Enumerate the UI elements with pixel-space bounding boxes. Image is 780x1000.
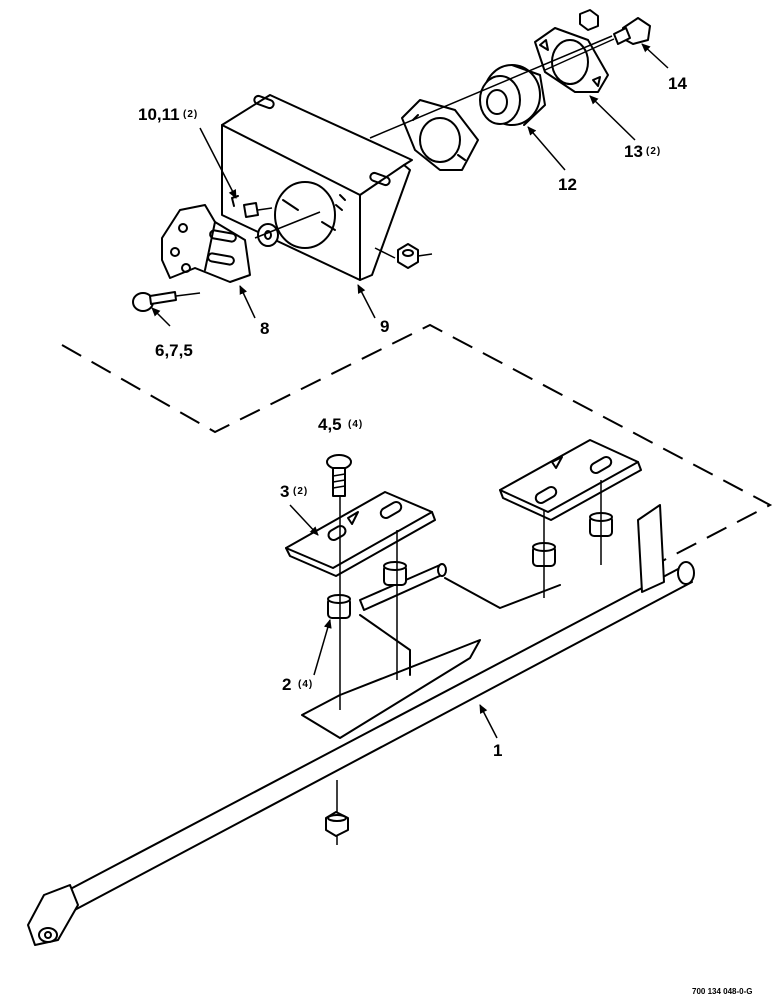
callout-10-11-qty: (2) [183, 109, 198, 120]
callout-13: 13 [624, 142, 643, 161]
callout-2-qty: (4) [298, 679, 313, 690]
callout-12: 12 [558, 175, 577, 194]
bearing-bracket-part-9 [221, 94, 413, 281]
dashed-explode-lines [61, 323, 773, 571]
bottom-nut [325, 780, 349, 845]
drawing-code: 700 134 048-0-G [692, 987, 753, 996]
callout-3: 3 [280, 482, 289, 501]
main-shaft-part-1 [27, 504, 695, 946]
callout-2: 2 [282, 675, 291, 694]
callout-10-11: 10,11 [138, 105, 180, 124]
callout-3-qty: (2) [293, 486, 308, 497]
clamp-plates-part-3 [285, 439, 642, 577]
callout-labels: 1 2 (4) 3 (2) 4,5 (4) 6,7,5 8 9 10,11 (2… [138, 74, 687, 760]
bracket-nut [397, 243, 433, 269]
callout-8: 8 [260, 319, 269, 338]
flange-part-13 [534, 27, 609, 93]
callout-4-5: 4,5 [318, 415, 342, 434]
carriage-bolt-part-4 [326, 454, 352, 497]
callout-9: 9 [380, 317, 389, 336]
washer-and-bolt [231, 195, 279, 247]
carriage-bolt-part-6 [132, 291, 201, 312]
bearing-part-12 [401, 64, 546, 171]
leader-lines [151, 43, 669, 739]
bearing-centerline [254, 35, 613, 239]
angle-bracket-part-8 [161, 204, 251, 283]
callout-13-qty: (2) [646, 146, 661, 157]
callout-14: 14 [668, 74, 687, 93]
callout-4-5-qty: (4) [348, 419, 363, 430]
callout-1: 1 [493, 741, 502, 760]
bolt-part-14 [544, 9, 651, 71]
spacers-part-2 [327, 462, 613, 710]
callout-6-7-5: 6,7,5 [155, 341, 193, 360]
